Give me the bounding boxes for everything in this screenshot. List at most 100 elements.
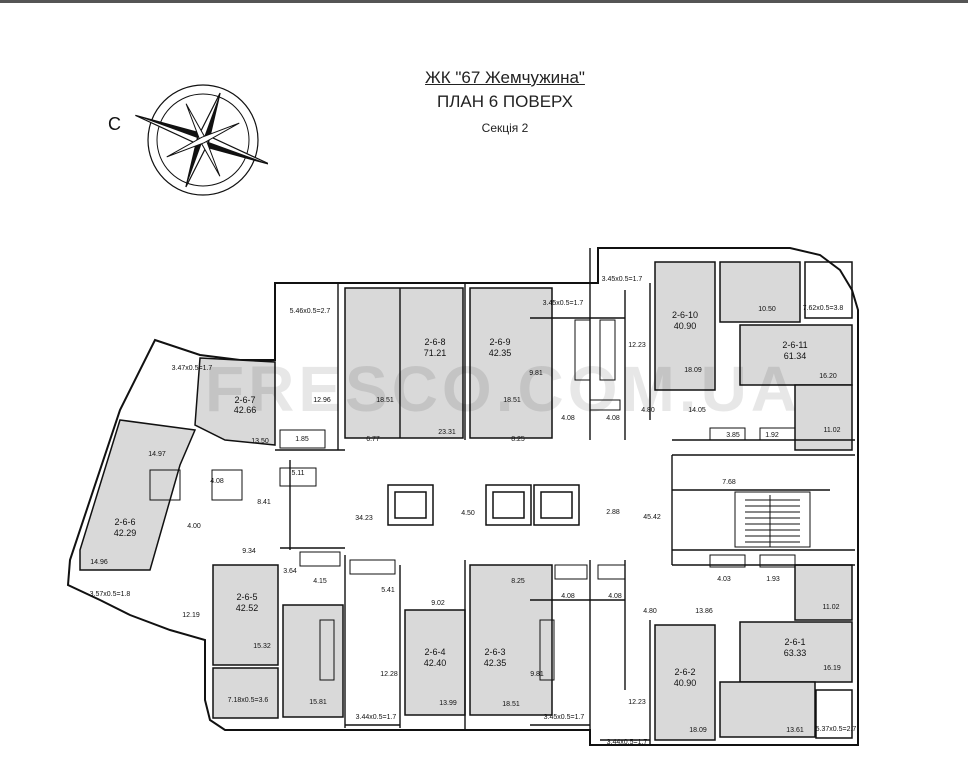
room-area: 4.50 [461, 510, 475, 517]
room-area: 15.32 [253, 643, 271, 650]
room-area: 23.31 [438, 429, 456, 436]
room-area: 4.00 [187, 523, 201, 530]
room-area: 12.96 [313, 397, 331, 404]
room-area: 5.37х0.5=2.7 [816, 726, 857, 733]
room-area: 4.08 [561, 593, 575, 600]
apt-label-2-6-1: 2-6-1 [784, 637, 805, 647]
apt-area-2-6-2: 40.90 [674, 678, 697, 688]
room-area: 5.41 [381, 587, 395, 594]
room-area: 4.15 [313, 578, 327, 585]
section-title: Секція 2 [481, 121, 529, 135]
apt-area-2-6-3: 42.35 [484, 658, 507, 668]
apartment-2-6-1-room [719, 681, 816, 738]
elevator-1 [387, 484, 434, 526]
room-area: 1.93 [766, 576, 780, 583]
room-area: 9.02 [431, 600, 445, 607]
room-area: 18.51 [503, 397, 521, 404]
apt-label-2-6-4: 2-6-4 [424, 647, 445, 657]
apt-label-2-6-7: 2-6-7 [234, 395, 255, 405]
room-area: 3.44х0.5=1.7 [356, 714, 397, 721]
room-area: 3.57х0.5=1.8 [90, 591, 131, 598]
room-area: 10.50 [758, 306, 776, 313]
room-area: 18.09 [684, 367, 702, 374]
apt-area-2-6-9: 42.35 [489, 348, 512, 358]
room-area: 14.05 [688, 407, 706, 414]
room-area: 4.80 [643, 608, 657, 615]
apartment-2-6-6 [79, 419, 197, 571]
apt-label-2-6-11: 2-6-11 [782, 340, 807, 350]
room-area: 9.81 [530, 671, 544, 678]
apartment-2-6-11-room [719, 261, 801, 323]
room-area: 45.42 [643, 514, 661, 521]
compass-north-label: С [108, 114, 121, 134]
room-area: 3.44х0.5=1.7 [607, 739, 648, 746]
room-area: 6.77 [366, 436, 380, 443]
apt-label-2-6-10: 2-6-10 [672, 310, 698, 320]
room-area: 13.50 [251, 438, 269, 445]
project-title: ЖК "67 Жемчужина" [425, 68, 585, 87]
apt-label-2-6-8: 2-6-8 [424, 337, 445, 347]
elevator-3 [533, 484, 580, 526]
apt-label-2-6-9: 2-6-9 [489, 337, 510, 347]
room-area: 14.96 [90, 559, 108, 566]
apt-label-2-6-3: 2-6-3 [484, 647, 505, 657]
title-block: ЖК "67 Жемчужина" ПЛАН 6 ПОВЕРХ Секція 2 [380, 66, 630, 140]
apt-area-2-6-10: 40.90 [674, 321, 697, 331]
watermark: FRESCO.COM.UA [205, 353, 801, 425]
room-area: 13.99 [439, 700, 457, 707]
room-area: 12.19 [182, 612, 200, 619]
room-area: 9.34 [242, 548, 256, 555]
apt-label-2-6-6: 2-6-6 [114, 517, 135, 527]
room-area: 3.64 [283, 568, 297, 575]
room-area: 13.61 [786, 727, 804, 734]
room-area: 3.45х0.5=1.7 [544, 714, 585, 721]
apartment-2-6-3 [469, 564, 553, 716]
room-area: 1.85 [295, 436, 309, 443]
room-area: 3.45х0.5=1.7 [543, 300, 584, 307]
apartment-2-6-5 [212, 564, 279, 666]
elevator-2 [485, 484, 532, 526]
floor-title: ПЛАН 6 ПОВЕРХ [437, 92, 573, 111]
apt-area-2-6-11: 61.34 [784, 351, 807, 361]
apartment-2-6-4 [404, 609, 466, 716]
room-area: 8.25 [511, 436, 525, 443]
room-area: 7.68 [722, 479, 736, 486]
room-area: 16.20 [819, 373, 837, 380]
room-area: 5.46х0.5=2.7 [290, 308, 331, 315]
room-area: 14.97 [148, 451, 166, 458]
room-area: 16.19 [823, 665, 841, 672]
room-area: 3.45х0.5=1.7 [602, 276, 643, 283]
apt-area-2-6-7: 42.66 [234, 405, 257, 415]
room-area: 18.51 [376, 397, 394, 404]
apartment-2-6-10 [654, 261, 716, 391]
apartment-2-6-5-room [282, 604, 344, 718]
room-area: 1.92 [765, 432, 779, 439]
apartment-2-6-11-room-b [794, 384, 853, 451]
room-area: 3.85 [726, 432, 740, 439]
room-area: 4.03 [717, 576, 731, 583]
apartment-2-6-1 [739, 621, 853, 683]
room-area: 18.51 [502, 701, 520, 708]
room-area: 7.18х0.5=3.6 [228, 697, 269, 704]
apt-area-2-6-6: 42.29 [114, 528, 137, 538]
room-area: 4.08 [608, 593, 622, 600]
room-area: 3.47х0.5=1.7 [172, 365, 213, 372]
room-area: 12.28 [380, 671, 398, 678]
apt-label-2-6-5: 2-6-5 [236, 592, 257, 602]
room-area: 4.08 [561, 415, 575, 422]
apartment-2-6-8 [344, 287, 464, 439]
apartment-2-6-11 [739, 324, 853, 386]
room-area: 5.11 [291, 470, 304, 477]
apt-label-2-6-2: 2-6-2 [674, 667, 695, 677]
apartment-2-6-7 [194, 357, 276, 446]
apartment-2-6-9 [469, 287, 553, 439]
apartment-2-6-1-room-b [794, 564, 853, 621]
room-area: 4.08 [210, 478, 224, 485]
room-area: 2.88 [606, 509, 620, 516]
room-area: 15.81 [309, 699, 327, 706]
compass-rose-icon [135, 84, 268, 196]
room-area: 7.62х0.5=3.8 [803, 305, 844, 312]
room-area: 4.80 [641, 407, 655, 414]
room-area: 11.02 [824, 427, 841, 434]
